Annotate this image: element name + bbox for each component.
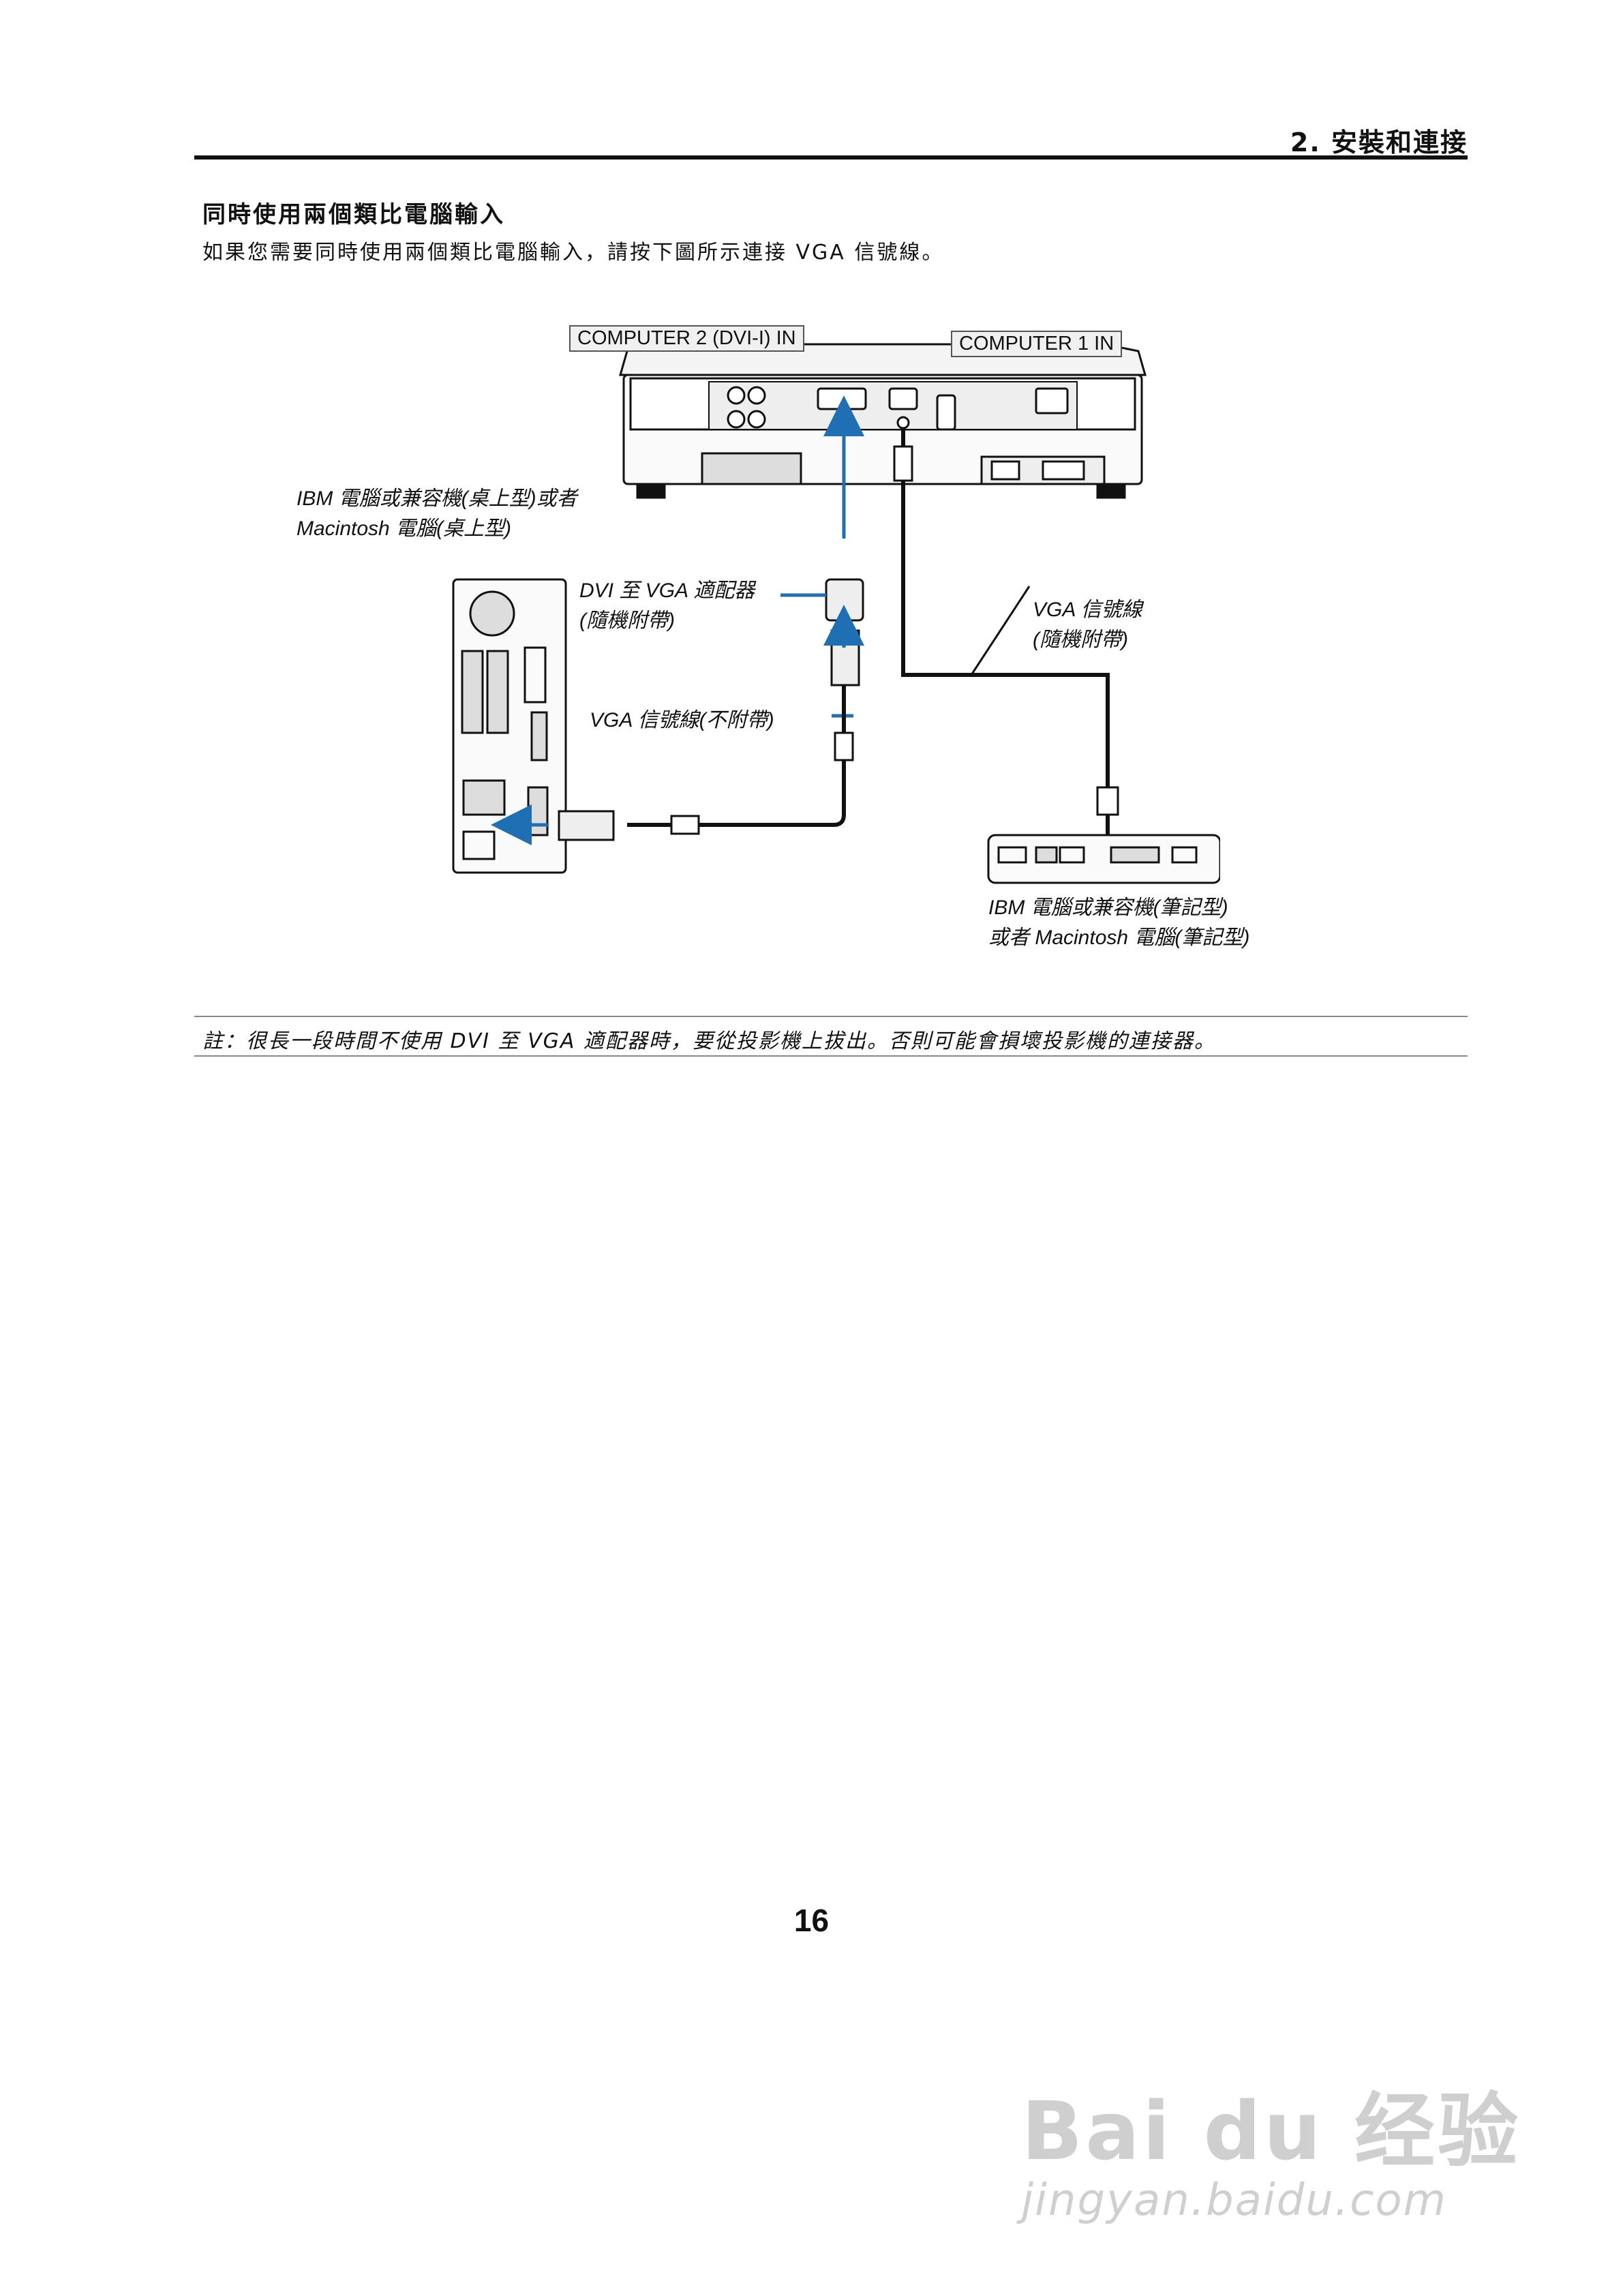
- laptop-label: IBM 電腦或兼容機(筆記型) 或者 Macintosh 電腦(筆記型): [988, 893, 1249, 952]
- projector: [619, 343, 1147, 499]
- laptop-computer: [987, 834, 1222, 884]
- blue-guides: [491, 395, 864, 845]
- watermark-brand: Bai du 经验: [1021, 2084, 1521, 2178]
- port-label-computer1: COMPUTER 1 IN: [951, 331, 1123, 357]
- note-rule-bottom: [194, 1055, 1468, 1057]
- diagram-drawing: [452, 343, 1222, 884]
- vga-cable-included: [893, 429, 1119, 835]
- adapter-label-line2: (隨機附帶): [579, 609, 675, 632]
- chapter-heading: 2. 安裝和連接: [1290, 127, 1468, 157]
- watermark-logo: Bai du 经验 jingyan.baidu.com: [1021, 2066, 1521, 2226]
- vga-cable-not-included: [558, 685, 854, 841]
- adapter-label-line1: DVI 至 VGA 適配器: [579, 579, 755, 602]
- vga-cable-included-label: VGA 信號線 (隨機附帶): [1033, 595, 1142, 654]
- adapter-label: DVI 至 VGA 適配器 (隨機附帶): [579, 576, 755, 635]
- desktop-label-line1: IBM 電腦或兼容機(桌上型)或者: [297, 487, 577, 510]
- intro-text: 如果您需要同時使用兩個類比電腦輸入，請按下圖所示連接 VGA 信號線。: [202, 241, 945, 265]
- watermark-url: jingyan.baidu.com: [1021, 2175, 1447, 2226]
- note-text: 註：很長一段時間不使用 DVI 至 VGA 適配器時，要從投影機上拔出。否則可能…: [202, 1029, 1216, 1053]
- laptop-label-line1: IBM 電腦或兼容機(筆記型): [988, 896, 1228, 919]
- laptop-label-line2: 或者 Macintosh 電腦(筆記型): [988, 926, 1250, 949]
- section-title: 同時使用兩個類比電腦輸入: [202, 201, 505, 228]
- vga-cable-label-line1: VGA 信號線: [1033, 599, 1142, 621]
- desktop-label: IBM 電腦或兼容機(桌上型)或者 Macintosh 電腦(桌上型): [297, 484, 577, 543]
- header-rule: [194, 155, 1468, 160]
- desktop-computer: [452, 578, 567, 874]
- connection-diagram: COMPUTER 2 (DVI-I) IN COMPUTER 1 IN IBM …: [297, 310, 1249, 985]
- vga-cable-label-line2: (隨機附帶): [1033, 628, 1128, 651]
- note-rule-top: [194, 1016, 1468, 1017]
- desktop-label-line2: Macintosh 電腦(桌上型): [297, 517, 512, 540]
- vga-cable-not-included-label: VGA 信號線(不附帶): [590, 709, 774, 731]
- page-number: 16: [793, 1903, 830, 1938]
- port-label-computer2: COMPUTER 2 (DVI-I) IN: [569, 325, 804, 352]
